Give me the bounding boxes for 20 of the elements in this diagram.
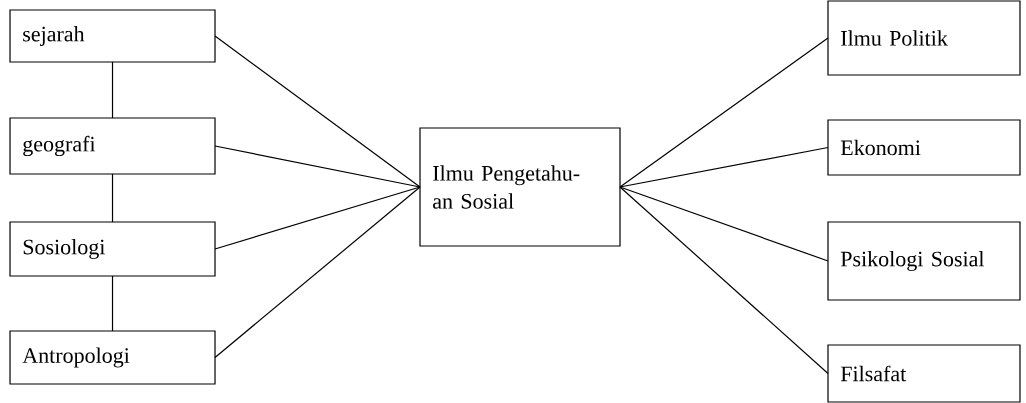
text-box: Psikologi Sosial	[827, 221, 1021, 301]
connector-line	[214, 145, 421, 188]
connector-line	[619, 186, 829, 375]
connector-line	[214, 186, 421, 250]
connector-line	[214, 35, 421, 188]
connector-line	[111, 173, 114, 223]
text-box: geografi	[9, 117, 216, 175]
connector-line	[619, 186, 829, 262]
connector-line	[619, 37, 829, 188]
connector-line	[619, 146, 829, 188]
connector-line	[111, 275, 114, 332]
text-box: Ilmu Politik	[827, 0, 1021, 76]
text-box: Sosiologi	[9, 221, 216, 277]
connector-line	[214, 186, 421, 359]
text-box: Ekonomi	[827, 119, 1021, 176]
text-box: Ilmu Pengetahu-an Sosial	[419, 127, 621, 247]
text-box: Filsafat	[827, 344, 1021, 403]
text-box: sejarah	[9, 9, 216, 63]
text-box: Antropologi	[9, 330, 216, 385]
connector-line	[111, 61, 114, 119]
